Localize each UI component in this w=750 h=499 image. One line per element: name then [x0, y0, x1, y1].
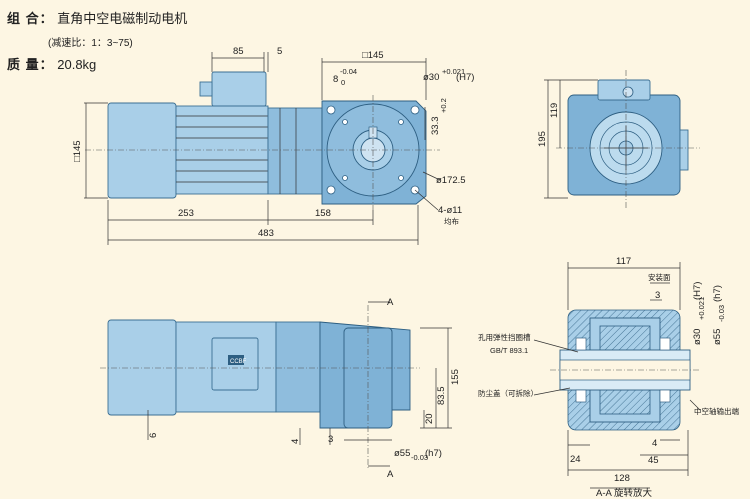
dim-holes-note: 均布	[444, 216, 459, 226]
dim-left-sq145: □145	[72, 140, 83, 162]
dim-253: 253	[178, 208, 194, 219]
dim-155: 155	[450, 369, 461, 385]
section-caption: A-A 旋转放大	[596, 487, 652, 499]
dim-195: 195	[537, 131, 548, 147]
front-rear-cap	[107, 319, 177, 416]
motor-rear-cap	[107, 102, 177, 199]
mass-line: 质 量： 20.8kg	[7, 54, 96, 73]
side-flange-lip	[679, 129, 689, 171]
dim-55-fit: (h7)	[425, 448, 442, 459]
ratio-note: (减速比：1：3~75)	[48, 38, 133, 49]
dim-5: 5	[277, 46, 282, 57]
dim-30-section-fit: (H7)	[692, 282, 703, 300]
front-coupling	[275, 321, 321, 413]
dim-158: 158	[315, 208, 331, 219]
mount-holes	[326, 105, 420, 195]
dim-24: 24	[570, 454, 581, 465]
dim-119: 119	[549, 103, 560, 118]
dim-30: ø30	[423, 72, 439, 83]
dust-cover-label: 防尘盖（可拆除）	[478, 388, 538, 398]
dim-55-section: ø55	[712, 329, 723, 345]
circlip-label: 孔用弹性挡圈槽	[478, 332, 531, 342]
standard-label: GB/T 893.1	[490, 346, 528, 355]
dim-55-section-tol: -0.03	[717, 305, 726, 322]
section-view: 117 安装面 3 孔用弹性挡圈槽 GB/T 893.1 防尘盖（可拆除） 中空…	[478, 256, 739, 499]
side-view: 119 195	[537, 70, 700, 210]
dim-33-tol: +0.2	[439, 98, 448, 113]
dim-8: 8	[333, 74, 338, 85]
section-bearings	[575, 337, 671, 403]
coupling-housing	[267, 107, 323, 195]
dim-55-tol: -0.03	[411, 453, 428, 462]
top-view: 85 5 □145 8 -0.04 0 ø30 +0.021 (H7) 33.3…	[72, 46, 474, 245]
brand-label: CCBF	[230, 359, 247, 365]
dim-30-tol: +0.021	[442, 67, 465, 76]
combination-label: 组 合：	[7, 11, 54, 26]
mass-value: 20.8kg	[57, 57, 97, 72]
mass-label: 质 量：	[7, 57, 54, 72]
hollow-output-label: 中空轴输出端	[694, 406, 739, 416]
dim-30-section: ø30	[692, 329, 703, 345]
dim-45: 45	[648, 455, 659, 466]
cable-gland	[199, 81, 213, 97]
combination-value: 直角中空电磁制动电机	[57, 11, 188, 26]
dim-4: 4	[290, 439, 301, 444]
dim-20: 20	[424, 413, 435, 424]
dim-30-section-tol: +0.021	[697, 297, 706, 320]
dim-30-fit: (H7)	[456, 72, 474, 83]
dim-172: ø172.5	[436, 175, 466, 186]
dim-4-section: 4	[652, 438, 657, 449]
dim-483: 483	[258, 228, 274, 239]
dim-holes: 4-ø11	[438, 205, 462, 216]
section-a-bottom: A	[387, 469, 394, 480]
terminal-box	[211, 71, 267, 107]
dim-117: 117	[616, 256, 631, 267]
dim-33: 33.3	[430, 117, 441, 136]
dim-128: 128	[614, 473, 630, 484]
dim-6: 6	[148, 433, 159, 438]
combination-line: 组 合： 直角中空电磁制动电机	[7, 8, 187, 27]
dim-55-section-fit: (h7)	[712, 285, 723, 302]
section-a-top: A	[387, 297, 394, 308]
dim-83: 83.5	[436, 387, 447, 406]
dim-3: 3	[328, 434, 333, 445]
brand-plate	[228, 355, 244, 365]
dim-55: ø55	[394, 448, 410, 459]
dim-8-tol-up: -0.04	[340, 67, 357, 76]
install-face-label: 安装面	[648, 272, 671, 282]
front-view: CCBF A A 6 4 3 20 83.5 155 ø55 -0.03 (h7…	[100, 297, 461, 480]
dim-8-tol: 0	[341, 78, 345, 87]
dim-sq145-top: □145	[362, 50, 384, 61]
dim-85: 85	[233, 46, 244, 57]
dim-3-section: 3	[655, 290, 660, 301]
